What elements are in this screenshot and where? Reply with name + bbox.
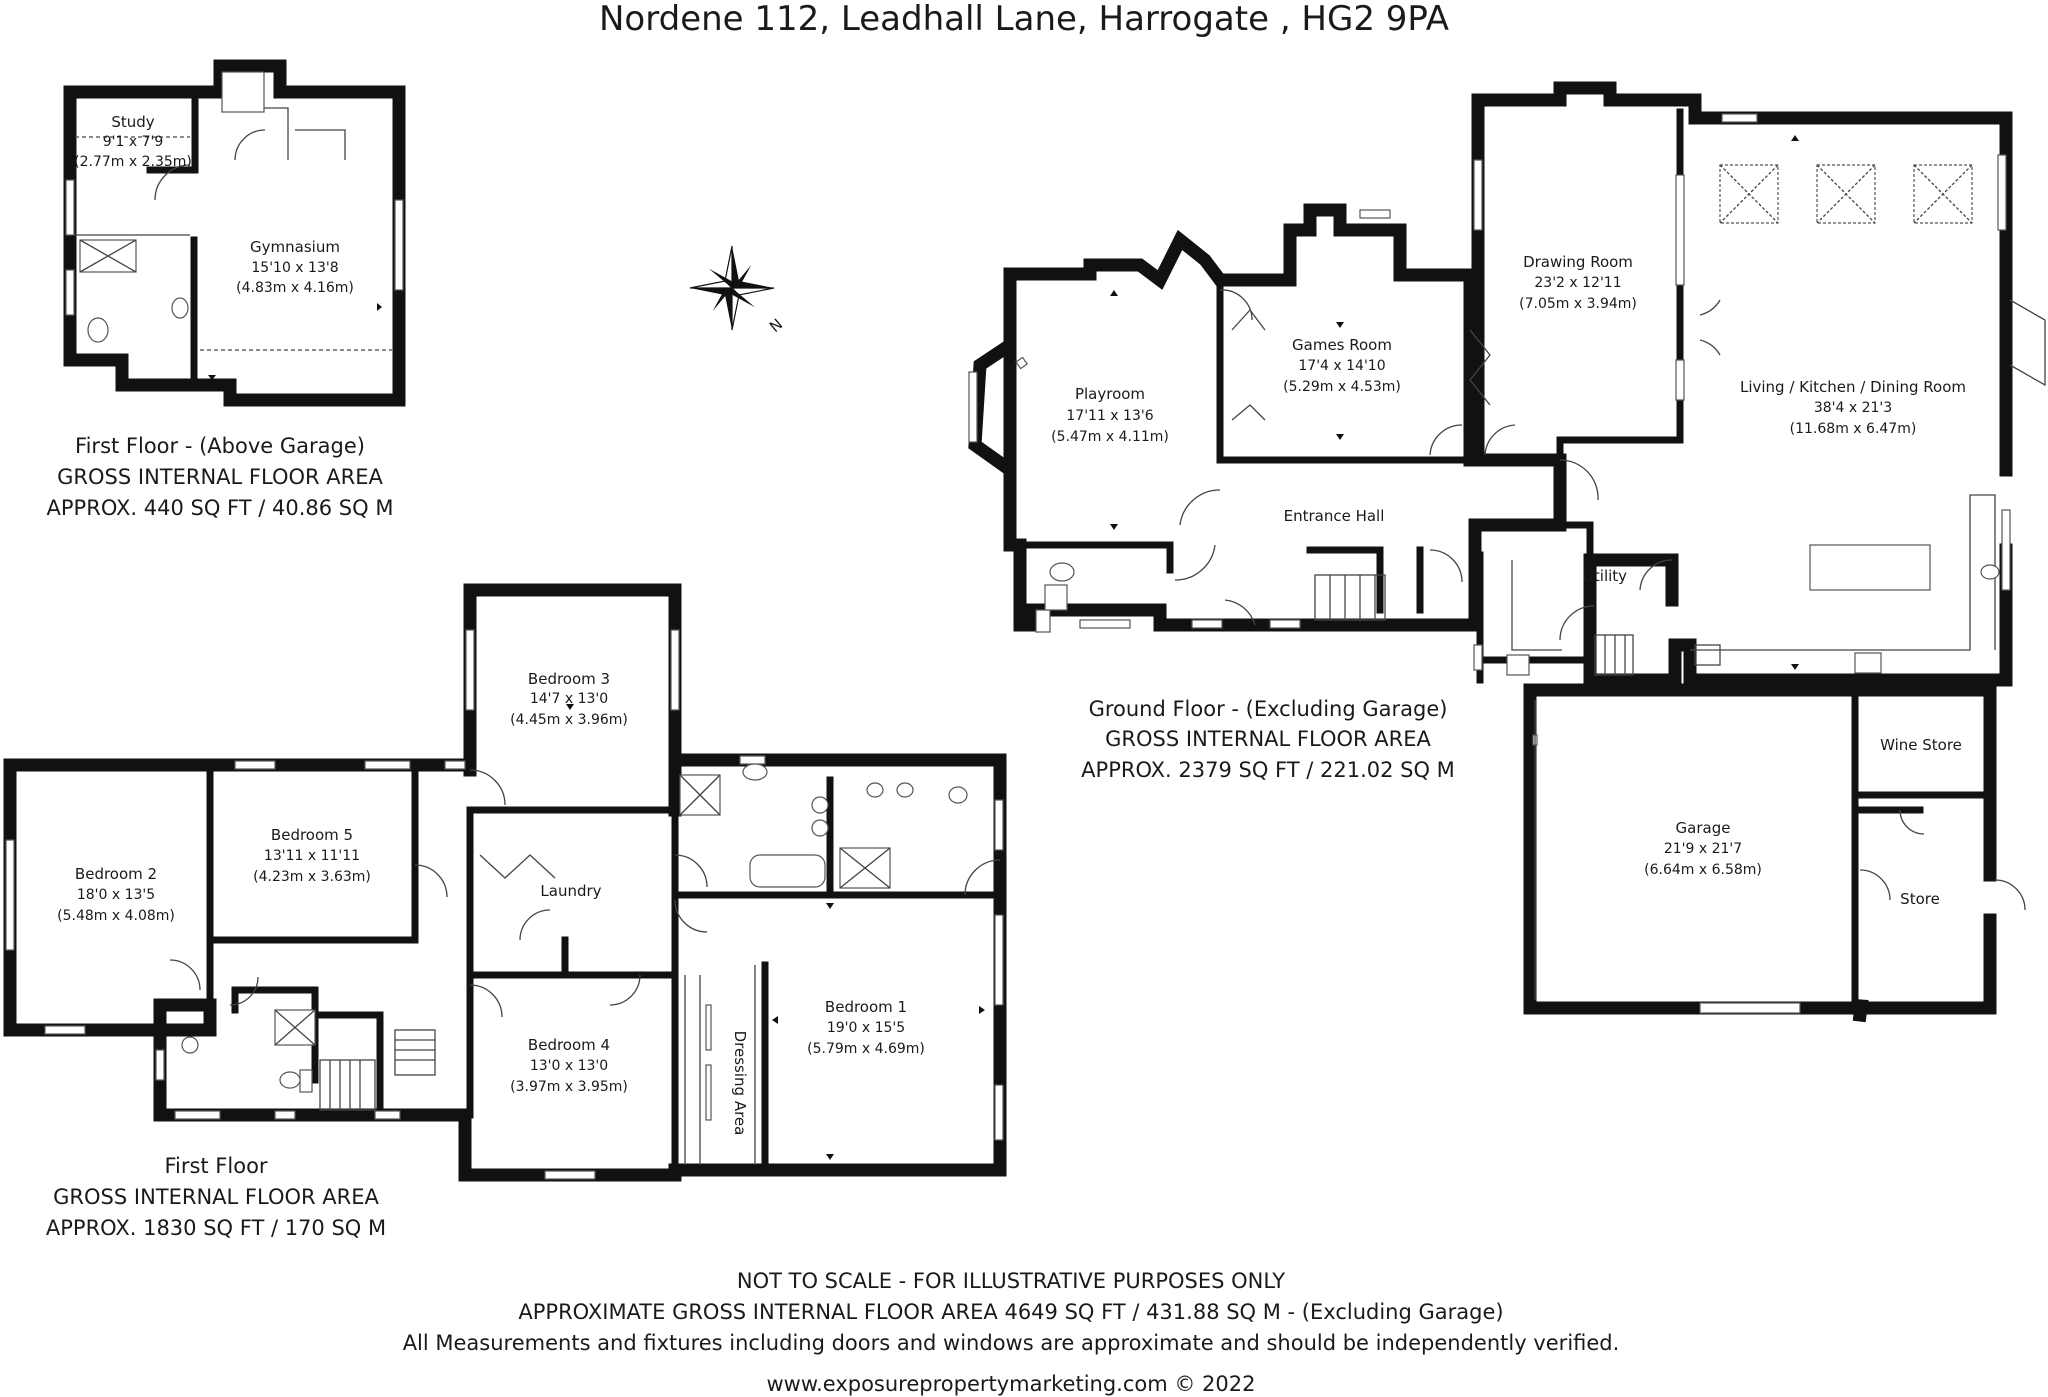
svg-text:Bedroom 1: Bedroom 1 — [825, 998, 907, 1016]
svg-text:GROSS INTERNAL FLOOR AREA: GROSS INTERNAL FLOOR AREA — [1105, 727, 1431, 751]
svg-text:(6.64m x 6.58m): (6.64m x 6.58m) — [1644, 862, 1762, 878]
garage-plan — [1523, 683, 2026, 1023]
bedroom-5-label: Bedroom 5 13'11 x 11'11 (4.23m x 3.63m) — [253, 826, 371, 885]
footer-line-3: All Measurements and fixtures including … — [403, 1331, 1620, 1355]
svg-text:(4.23m x 3.63m): (4.23m x 3.63m) — [253, 869, 371, 885]
games-room-label: Games Room 17'4 x 14'10 (5.29m x 4.53m) — [1283, 336, 1401, 395]
svg-text:19'0 x 15'5: 19'0 x 15'5 — [827, 1020, 905, 1036]
svg-text:(5.29m x 4.53m): (5.29m x 4.53m) — [1283, 379, 1401, 395]
ground-floor-caption: Ground Floor - (Excluding Garage) GROSS … — [1081, 697, 1455, 782]
svg-text:13'11 x 11'11: 13'11 x 11'11 — [264, 848, 360, 864]
svg-text:(2.77m x 2.35m): (2.77m x 2.35m) — [74, 154, 192, 170]
playroom-label: Playroom 17'11 x 13'6 (5.47m x 4.11m) — [1051, 385, 1169, 445]
bedroom-3-label: Bedroom 3 14'7 x 13'0 (4.45m x 3.96m) — [510, 670, 628, 728]
compass-north-label: N — [766, 315, 786, 336]
utility-label: Utility — [1583, 567, 1627, 585]
first-floor-caption: First Floor GROSS INTERNAL FLOOR AREA AP… — [46, 1154, 386, 1240]
svg-text:APPROX. 440 SQ FT / 40.86 SQ M: APPROX. 440 SQ FT / 40.86 SQ M — [47, 496, 394, 520]
footer-line-2: APPROXIMATE GROSS INTERNAL FLOOR AREA 46… — [518, 1300, 1503, 1324]
svg-text:13'0 x 13'0: 13'0 x 13'0 — [530, 1058, 608, 1074]
living-kitchen-dining-label: Living / Kitchen / Dining Room 38'4 x 21… — [1740, 378, 1966, 437]
svg-text:Study: Study — [111, 113, 154, 131]
svg-text:APPROX. 1830 SQ FT / 170 SQ M: APPROX. 1830 SQ FT / 170 SQ M — [46, 1216, 386, 1240]
svg-text:Living / Kitchen / Dining Room: Living / Kitchen / Dining Room — [1740, 378, 1966, 396]
svg-text:(7.05m x 3.94m): (7.05m x 3.94m) — [1519, 296, 1637, 312]
svg-text:15'10 x 13'8: 15'10 x 13'8 — [251, 260, 338, 276]
first-floor-above-garage-plan — [63, 59, 406, 407]
svg-text:GROSS INTERNAL FLOOR AREA: GROSS INTERNAL FLOOR AREA — [53, 1185, 379, 1209]
svg-text:Games Room: Games Room — [1292, 336, 1392, 354]
footer-website: www.exposurepropertymarketing.com © 2022 — [767, 1372, 1256, 1396]
footer-disclaimer: NOT TO SCALE - FOR ILLUSTRATIVE PURPOSES… — [403, 1269, 1620, 1396]
bedroom-2-label: Bedroom 2 18'0 x 13'5 (5.48m x 4.08m) — [57, 865, 175, 924]
store-label: Store — [1900, 890, 1940, 908]
svg-text:38'4 x 21'3: 38'4 x 21'3 — [1814, 400, 1892, 416]
svg-text:23'2 x 12'11: 23'2 x 12'11 — [1534, 275, 1621, 291]
svg-text:(5.47m x 4.11m): (5.47m x 4.11m) — [1051, 429, 1169, 445]
svg-text:17'11 x 13'6: 17'11 x 13'6 — [1066, 408, 1153, 424]
dressing-area-label: Dressing Area — [731, 1031, 749, 1136]
garage-label: Garage 21'9 x 21'7 (6.64m x 6.58m) — [1644, 819, 1762, 878]
svg-text:(5.48m x 4.08m): (5.48m x 4.08m) — [57, 908, 175, 924]
study-label: Study 9'1 x 7'9 (2.77m x 2.35m) — [74, 113, 192, 170]
svg-text:Garage: Garage — [1676, 819, 1731, 837]
svg-text:Bedroom 4: Bedroom 4 — [528, 1036, 610, 1054]
gymnasium-label: Gymnasium 15'10 x 13'8 (4.83m x 4.16m) — [236, 238, 354, 296]
compass-rose-icon — [689, 245, 775, 331]
svg-text:APPROX. 2379 SQ FT / 221.02 SQ: APPROX. 2379 SQ FT / 221.02 SQ M — [1081, 758, 1455, 782]
drawing-room-label: Drawing Room 23'2 x 12'11 (7.05m x 3.94m… — [1519, 253, 1637, 312]
svg-text:Gymnasium: Gymnasium — [250, 238, 340, 256]
first-floor-above-garage-caption: First Floor - (Above Garage) GROSS INTER… — [47, 434, 394, 520]
svg-text:Bedroom 3: Bedroom 3 — [528, 670, 610, 688]
svg-text:(3.97m x 3.95m): (3.97m x 3.95m) — [510, 1079, 628, 1095]
first-floor-plan — [3, 583, 1007, 1182]
laundry-label: Laundry — [540, 882, 601, 900]
svg-text:14'7 x 13'0: 14'7 x 13'0 — [530, 691, 608, 707]
plan-title: Nordene 112, Leadhall Lane, Harrogate , … — [599, 0, 1449, 39]
svg-text:First Floor - (Above Garage): First Floor - (Above Garage) — [75, 434, 365, 458]
svg-text:(4.45m x 3.96m): (4.45m x 3.96m) — [510, 712, 628, 728]
svg-text:17'4 x 14'10: 17'4 x 14'10 — [1298, 358, 1385, 374]
svg-text:Bedroom 5: Bedroom 5 — [271, 826, 353, 844]
svg-text:21'9 x 21'7: 21'9 x 21'7 — [1664, 841, 1742, 857]
wine-store-label: Wine Store — [1880, 736, 1962, 754]
svg-text:(4.83m x 4.16m): (4.83m x 4.16m) — [236, 280, 354, 296]
svg-text:Ground Floor - (Excluding Gara: Ground Floor - (Excluding Garage) — [1089, 697, 1448, 721]
footer-line-1: NOT TO SCALE - FOR ILLUSTRATIVE PURPOSES… — [737, 1269, 1285, 1293]
svg-text:Drawing Room: Drawing Room — [1523, 253, 1633, 271]
svg-text:GROSS INTERNAL FLOOR AREA: GROSS INTERNAL FLOOR AREA — [57, 465, 383, 489]
svg-text:Bedroom 2: Bedroom 2 — [75, 865, 157, 883]
entrance-hall-label: Entrance Hall — [1284, 507, 1385, 525]
svg-text:18'0 x 13'5: 18'0 x 13'5 — [77, 887, 155, 903]
svg-text:(11.68m x 6.47m): (11.68m x 6.47m) — [1790, 421, 1917, 437]
bedroom-4-label: Bedroom 4 13'0 x 13'0 (3.97m x 3.95m) — [510, 1036, 628, 1095]
svg-text:Playroom: Playroom — [1075, 385, 1145, 403]
svg-text:9'1 x 7'9: 9'1 x 7'9 — [103, 134, 164, 150]
svg-text:(5.79m x 4.69m): (5.79m x 4.69m) — [807, 1041, 925, 1057]
svg-text:First Floor: First Floor — [164, 1154, 267, 1178]
bedroom-1-label: Bedroom 1 19'0 x 15'5 (5.79m x 4.69m) — [807, 998, 925, 1057]
ground-floor-plan — [968, 81, 2046, 687]
